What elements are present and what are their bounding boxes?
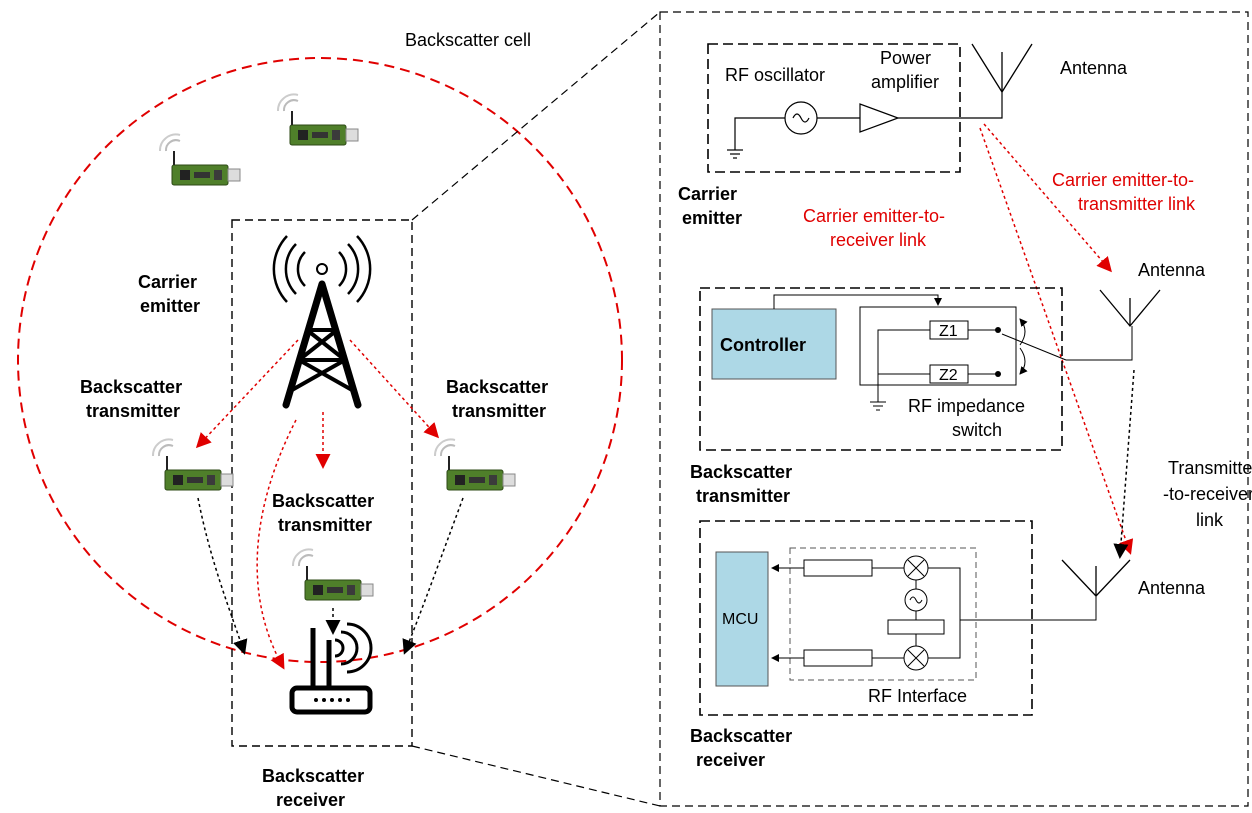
tx-links-left <box>197 497 464 655</box>
z2-label: Z2 <box>939 367 958 384</box>
cell-label: Backscatter cell <box>405 30 531 50</box>
power-amp-label-l2: amplifier <box>871 72 939 92</box>
carrier-emitter-right-l1: Carrier <box>678 184 737 204</box>
tx-rx-link-right <box>1113 369 1135 559</box>
receiver-left-l1: Backscatter <box>262 766 364 786</box>
carrier-emitter-left-l2: emitter <box>140 296 200 316</box>
zoom-line-bottom <box>411 745 661 807</box>
antenna-bottom-label: Antenna <box>1138 578 1206 598</box>
tx-left-label-l1: Backscatter <box>80 377 182 397</box>
rf-oscillator-label: RF oscillator <box>725 65 825 85</box>
zoom-panel <box>659 11 1249 807</box>
bs-receiver-right-l2: receiver <box>696 750 765 770</box>
bs-transmitter-right-l1: Backscatter <box>690 462 792 482</box>
bs-receiver-right-l1: Backscatter <box>690 726 792 746</box>
tower-icon <box>272 235 372 409</box>
link-emitter-transmitter-l1: Carrier emitter-to- <box>1052 170 1194 190</box>
tag-device-icon <box>276 93 359 146</box>
antenna-middle-label: Antenna <box>1138 260 1206 280</box>
carrier-emitter-box <box>707 43 961 173</box>
carrier-emitter-left-l1: Carrier <box>138 272 197 292</box>
bs-transmitter-right-l2: transmitter <box>696 486 790 506</box>
rf-switch-label-l2: switch <box>952 420 1002 440</box>
backscatter-cell-circle <box>17 57 623 663</box>
switch-node <box>995 371 1001 377</box>
tx-center-label-l2: transmitter <box>278 515 372 535</box>
controller-label: Controller <box>720 335 806 355</box>
tag-device-icon <box>158 133 241 186</box>
tag-device-icon <box>291 548 374 601</box>
zoom-line-top <box>411 11 661 221</box>
tx-rx-link-l3: link <box>1196 510 1224 530</box>
tx-right-label-l1: Backscatter <box>446 377 548 397</box>
link-emitter-transmitter-l2: transmitter link <box>1078 194 1196 214</box>
antenna-icon <box>1099 289 1161 328</box>
rf-interface-circuit <box>771 555 1097 671</box>
power-amp-label-l1: Power <box>880 48 931 68</box>
link-emitter-receiver-l2: receiver link <box>830 230 927 250</box>
tx-center-label-l1: Backscatter <box>272 491 374 511</box>
oscillator-circuit <box>727 92 1003 159</box>
mcu-label: MCU <box>722 611 758 628</box>
antenna-icon <box>971 43 1033 94</box>
tag-device-icon <box>151 438 234 491</box>
antenna-icon <box>1061 559 1131 597</box>
receiver-left-l2: receiver <box>276 790 345 810</box>
impedance-switch-circuit <box>773 294 1133 411</box>
emitter-links-right <box>979 123 1134 555</box>
emitter-links-left <box>195 339 440 670</box>
tx-left-label-l2: transmitter <box>86 401 180 421</box>
tx-right-label-l2: transmitter <box>452 401 546 421</box>
carrier-emitter-right-l2: emitter <box>682 208 742 228</box>
tag-device-icon <box>433 438 516 491</box>
backscatter-transmitter-box <box>699 287 1063 451</box>
switch-node <box>995 327 1001 333</box>
mcu-block <box>715 551 769 687</box>
link-emitter-receiver-l1: Carrier emitter-to- <box>803 206 945 226</box>
router-icon <box>289 622 373 715</box>
rf-interface-label: RF Interface <box>868 686 967 706</box>
tx-rx-link-l2: -to-receiver <box>1163 484 1252 504</box>
z1-label: Z1 <box>939 323 958 340</box>
backscatter-receiver-box <box>699 520 1033 716</box>
rf-interface-box <box>789 547 977 681</box>
antenna-top-label: Antenna <box>1060 58 1128 78</box>
tx-rx-link-l1: Transmitter <box>1168 458 1252 478</box>
rf-switch-label-l1: RF impedance <box>908 396 1025 416</box>
carrier-column-box <box>231 219 413 747</box>
